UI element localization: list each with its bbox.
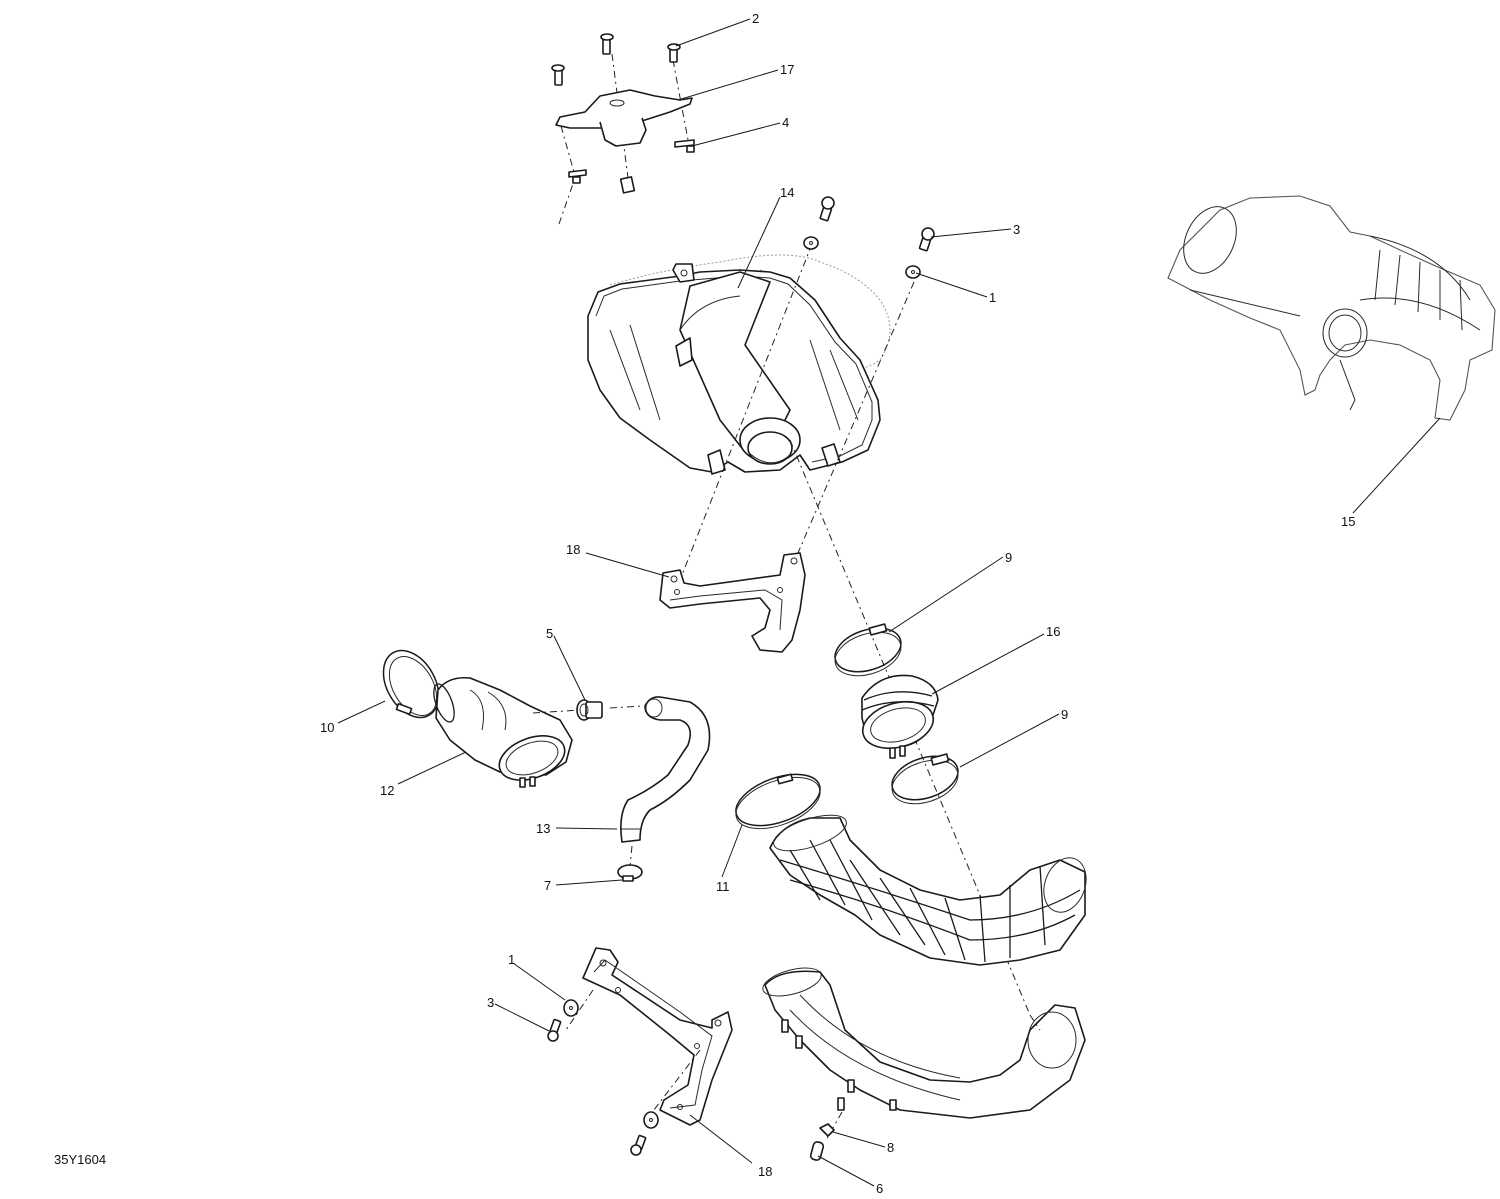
callout-12: 12	[380, 783, 395, 798]
leader-line-9	[888, 556, 1004, 633]
callout-3: 3	[1013, 222, 1021, 237]
leader-line-13	[555, 827, 618, 830]
part-16-coupling-boot	[861, 674, 939, 759]
callout-11: 11	[716, 879, 730, 894]
callout-17: 17	[780, 62, 795, 77]
callout-8: 8	[887, 1140, 895, 1155]
leader-line-1	[915, 272, 988, 298]
callout-9: 9	[1061, 707, 1069, 722]
part-18-upper-bracket	[659, 552, 806, 653]
leader-line-14	[737, 196, 781, 289]
part-12-intake-adaptor	[433, 676, 581, 788]
part-15-air-intake-assembly	[1167, 195, 1496, 421]
callout-6: 6	[876, 1181, 884, 1196]
callout-leader-lines	[337, 18, 1441, 1187]
part-5-hose-fitting	[576, 699, 643, 721]
part-18-lower-bracket	[565, 947, 733, 1126]
leader-line-3	[930, 228, 1012, 238]
intake-duct-lower	[762, 967, 1086, 1119]
part-7-small-hose-clamp	[617, 845, 643, 882]
diagram-code: 35Y1604	[54, 1152, 107, 1167]
part-13-breather-hose	[620, 696, 711, 843]
callout-2: 2	[752, 11, 760, 26]
leader-line-12	[397, 751, 467, 785]
callout-3: 3	[487, 995, 495, 1010]
leader-line-11	[721, 824, 743, 878]
leader-line-4	[691, 122, 781, 147]
part-8-clip-and-part-6-drain	[809, 1097, 845, 1161]
part-14-air-filter-box	[587, 243, 1031, 1016]
callout-13: 13	[536, 821, 551, 836]
leader-line-5	[553, 635, 586, 701]
leader-line-6	[817, 1155, 875, 1187]
leader-line-10	[337, 700, 386, 724]
leader-line-2	[675, 18, 751, 47]
leader-line-16	[931, 633, 1045, 695]
part-10-hose-clamp	[382, 649, 440, 719]
callout-7: 7	[544, 878, 552, 893]
callout-4: 4	[782, 115, 790, 130]
leader-line-8	[832, 1131, 886, 1148]
callout-14: 14	[780, 185, 795, 200]
callout-1: 1	[508, 952, 516, 967]
callout-15: 15	[1341, 514, 1356, 529]
callout-18: 18	[758, 1164, 773, 1179]
part-17-cover-cap	[551, 33, 695, 225]
leader-line-3	[494, 1003, 550, 1032]
part-9-hose-clamp-upper	[834, 623, 902, 677]
leader-line-17	[677, 69, 779, 101]
callout-9: 9	[1005, 550, 1013, 565]
callout-1: 1	[989, 290, 997, 305]
leader-line-15	[1352, 417, 1441, 514]
part-9-hose-clamp-lower	[891, 753, 959, 805]
part-11-hose-clamp	[735, 773, 821, 830]
callout-16: 16	[1046, 624, 1061, 639]
intake-duct-upper	[769, 814, 1087, 966]
leader-line-9	[959, 713, 1060, 768]
callout-10: 10	[320, 720, 335, 735]
callout-18: 18	[566, 542, 581, 557]
leader-line-1	[512, 962, 566, 1001]
callout-5: 5	[546, 626, 554, 641]
leader-line-18	[585, 552, 670, 578]
leader-line-18	[689, 1114, 753, 1164]
lower-washers-and-screws	[547, 999, 659, 1156]
leader-line-7	[555, 879, 623, 886]
fasteners-top-right	[803, 196, 935, 279]
